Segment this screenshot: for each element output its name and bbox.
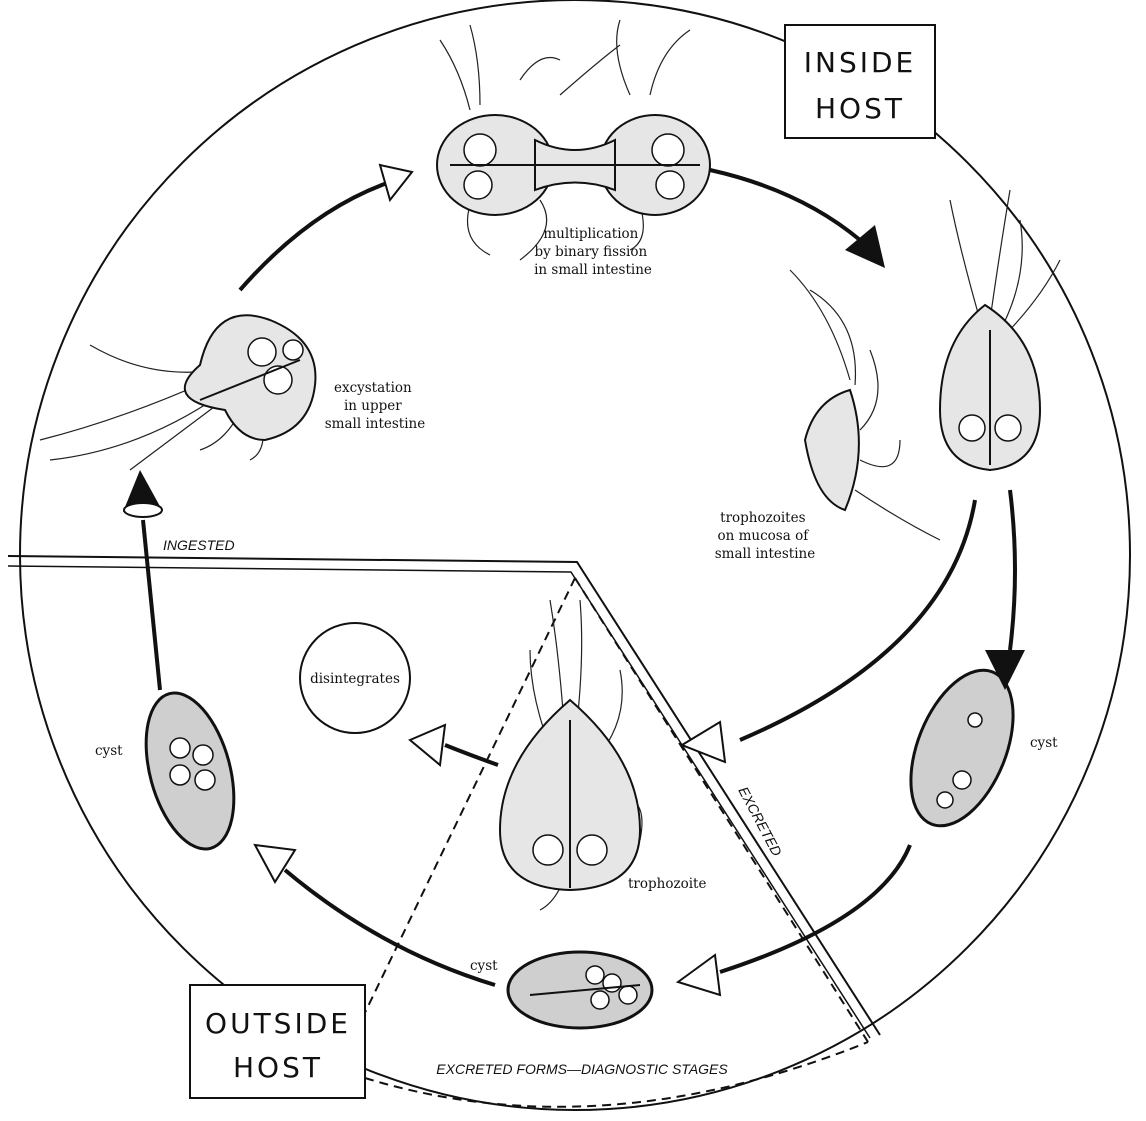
cyst-bottom bbox=[508, 952, 652, 1028]
excysting-trophozoite bbox=[40, 315, 315, 470]
ingested-label: INGESTED bbox=[163, 537, 235, 553]
trophozoite-label: trophozoite bbox=[628, 876, 706, 892]
excreted-forms-label: EXCRETED FORMS—DIAGNOSTIC STAGES bbox=[436, 1061, 728, 1077]
excreted-trophozoite bbox=[500, 600, 642, 910]
arrow-trophozoites-to-cyst bbox=[985, 490, 1025, 690]
arrow-ingested bbox=[123, 470, 162, 690]
cyst-bottom-label: cyst bbox=[470, 958, 498, 974]
cyst-left bbox=[131, 683, 250, 858]
inside-host-label-line1: INSIDE bbox=[804, 46, 917, 79]
arrow-excystation-to-multiplication bbox=[240, 165, 412, 290]
excystation-caption: excystation in upper small intestine bbox=[325, 380, 426, 432]
arrow-trophozoite-to-disintegrates bbox=[410, 725, 498, 765]
inside-host-box: INSIDE HOST bbox=[785, 25, 935, 138]
outside-host-label-line1: OUTSIDE bbox=[205, 1007, 351, 1040]
disintegrates-node: disintegrates bbox=[300, 623, 410, 733]
arrow-multiplication-to-trophozoites bbox=[710, 170, 885, 268]
inside-host-label-line2: HOST bbox=[815, 92, 905, 125]
cyst-right bbox=[890, 655, 1033, 840]
trophozoites-mucosa-caption: trophozoites on mucosa of small intestin… bbox=[715, 510, 816, 562]
trophozoites-on-mucosa bbox=[790, 190, 1060, 540]
outside-host-label-line2: HOST bbox=[233, 1051, 323, 1084]
disintegrates-label: disintegrates bbox=[310, 671, 400, 687]
arrow-bottom-cyst-to-left-cyst bbox=[255, 845, 495, 985]
binary-fission-trophozoites bbox=[437, 20, 710, 260]
multiplication-caption: multiplication by binary fission in smal… bbox=[534, 226, 652, 278]
outside-host-box: OUTSIDE HOST bbox=[190, 985, 365, 1098]
cyst-left-label: cyst bbox=[95, 743, 123, 759]
cyst-right-label: cyst bbox=[1030, 735, 1058, 751]
